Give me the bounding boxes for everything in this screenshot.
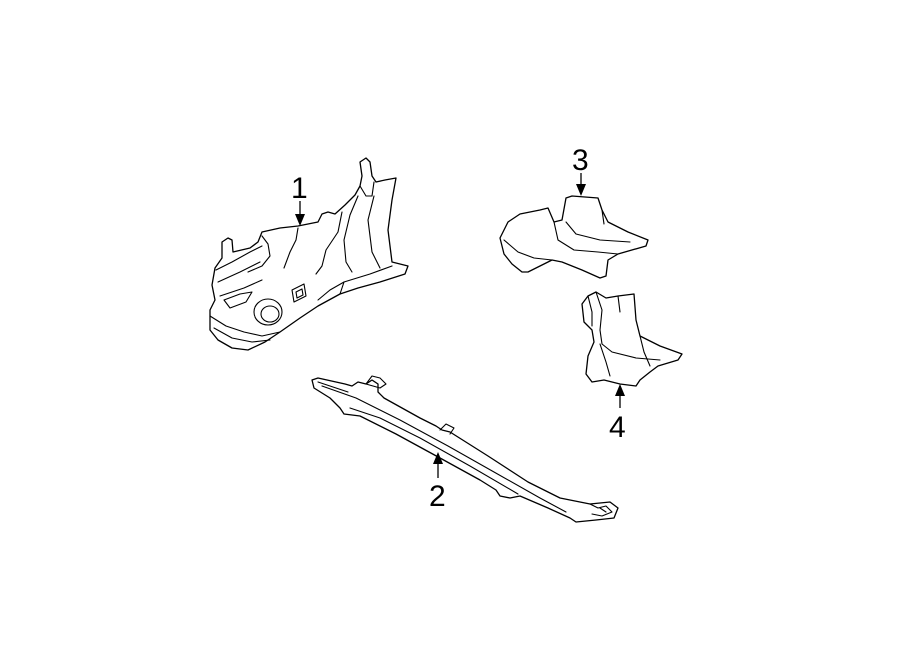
callout-4-number: 4 bbox=[609, 411, 626, 444]
callout-2-number: 2 bbox=[429, 480, 446, 513]
callout-3: 3 bbox=[572, 144, 589, 196]
part-4-shield bbox=[581, 291, 683, 387]
part-2-bracket bbox=[311, 375, 619, 523]
callout-3-arrowhead bbox=[576, 184, 586, 196]
callout-1: 1 bbox=[291, 172, 308, 226]
part-3-shield bbox=[499, 195, 649, 279]
callout-4-arrowhead bbox=[615, 384, 625, 396]
callout-2: 2 bbox=[429, 452, 446, 513]
callout-2-arrowhead bbox=[433, 452, 443, 464]
part-1-heat-shield bbox=[209, 157, 409, 351]
callout-3-number: 3 bbox=[572, 144, 589, 177]
callout-1-number: 1 bbox=[291, 172, 308, 205]
callout-1-arrowhead bbox=[295, 214, 305, 226]
callout-4: 4 bbox=[609, 384, 626, 444]
